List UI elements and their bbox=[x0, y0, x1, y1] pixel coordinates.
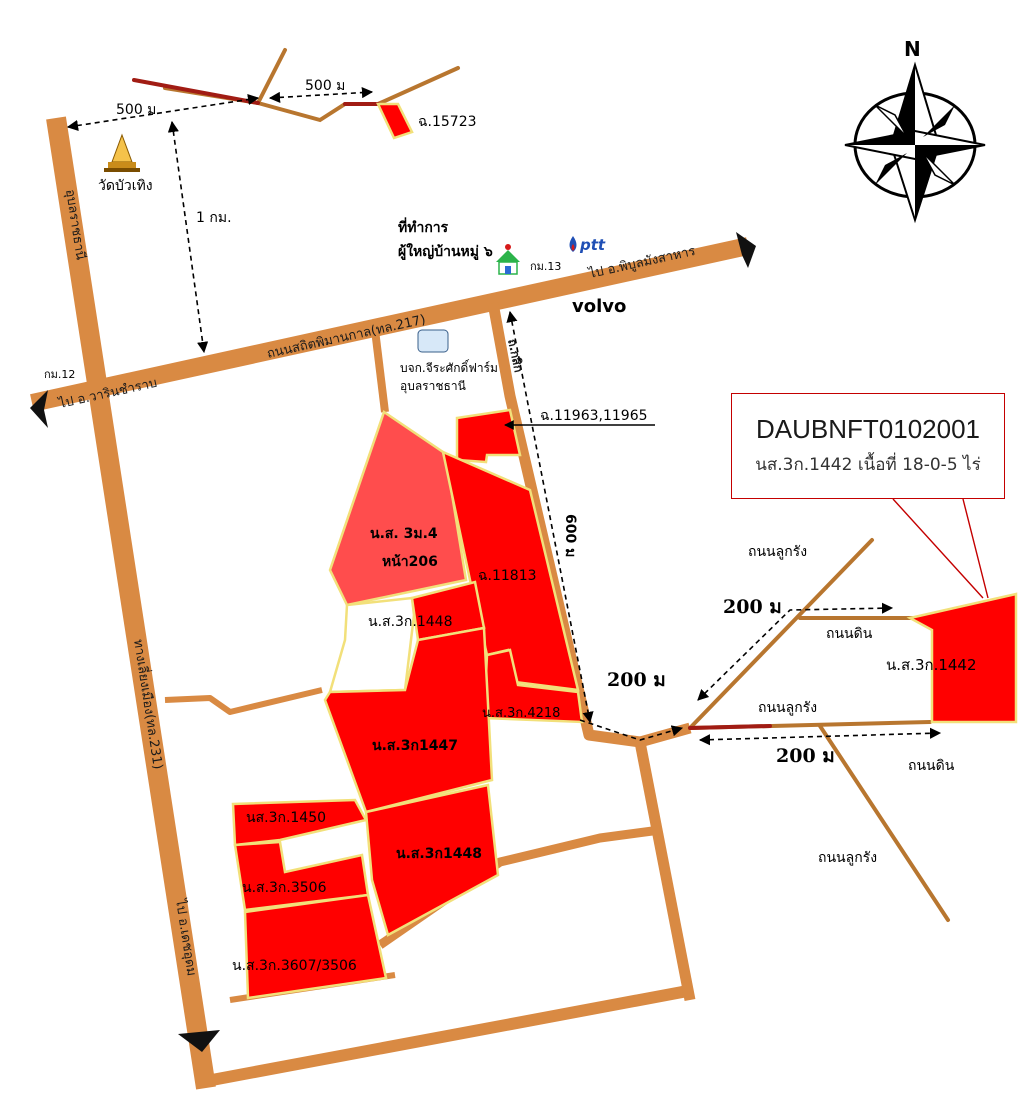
road-left-vertical bbox=[46, 116, 216, 1090]
parcel-1448 bbox=[364, 783, 500, 937]
arrow-west-icon bbox=[30, 390, 48, 428]
farm-building-icon bbox=[417, 329, 449, 353]
dist-600-line bbox=[506, 310, 594, 724]
property-code: DAUBNFT0102001 bbox=[756, 414, 980, 444]
parcel-3506-label: น.ส.3ก.3506 bbox=[242, 880, 327, 896]
road-right-vertical bbox=[634, 740, 696, 1002]
parcel-3607 bbox=[243, 893, 388, 1000]
dist-200-c-label: 200 ม bbox=[776, 745, 835, 767]
volvo-label: volvo bbox=[572, 296, 626, 317]
road-bottom bbox=[210, 984, 695, 1086]
office-label-line2: ผู้ใหญ่บ้านหมู่ ๖ bbox=[398, 242, 493, 260]
parcel-4218-label: น.ส.3ก.4218 bbox=[482, 706, 560, 721]
callout-leader bbox=[892, 498, 989, 599]
dist-1km-label: 1 กม. bbox=[196, 210, 232, 226]
parcel-1447-label: น.ส.3ก1447 bbox=[372, 738, 458, 754]
dist-200-b-line bbox=[697, 602, 894, 701]
parcel-11813-label: ฉ.11813 bbox=[478, 568, 537, 584]
road-lukrang-descending bbox=[818, 724, 950, 922]
distance-markers bbox=[66, 87, 989, 746]
parcel-3506 bbox=[233, 840, 370, 912]
luk-rang-label-3: ถนนลูกรัง bbox=[818, 850, 877, 866]
property-callout: DAUBNFT0102001 นส.3ก.1442 เนื้อที่ 18-0-… bbox=[731, 393, 1005, 499]
parcel-1447 bbox=[323, 626, 494, 814]
parcel-15723-label: ฉ.15723 bbox=[418, 114, 477, 130]
parcels bbox=[231, 102, 1018, 1000]
dist-200-b-label: 200 ม bbox=[723, 596, 782, 618]
km13-label: กม.13 bbox=[530, 260, 561, 273]
road-top-dark-1 bbox=[132, 78, 260, 105]
dist-200-c-line bbox=[698, 727, 942, 746]
road-bypass-label: ทางเลี่ยงเมือง(ทล.231) bbox=[130, 638, 167, 770]
parcel-11963 bbox=[455, 408, 522, 464]
dist-500-right-line bbox=[268, 87, 374, 103]
dist-500-right-label: 500 ม bbox=[305, 78, 345, 94]
farm-label-line1: บจก.จีระศักดิ์ฟาร์ม bbox=[400, 359, 498, 375]
km12-label: กม.12 bbox=[44, 368, 75, 381]
arrow-south-icon bbox=[178, 1030, 220, 1052]
house-icon bbox=[496, 244, 520, 275]
parcel-1442-label: น.ส.3ก.1442 bbox=[886, 656, 977, 674]
parcel-15723 bbox=[376, 102, 414, 140]
ptt-logo-icon bbox=[569, 236, 577, 252]
parcel-white-area bbox=[328, 596, 416, 694]
office-label-line1: ที่ทำการ bbox=[398, 217, 449, 236]
road-farm-branch bbox=[371, 329, 389, 413]
parcel-3607-label: น.ส.3ก.3607/3506 bbox=[232, 958, 357, 974]
temple-label: วัดบัวเทิง bbox=[98, 178, 153, 194]
parcel-3m4-label-2: หน้า206 bbox=[382, 554, 438, 570]
parcel-1442 bbox=[906, 592, 1018, 724]
ptt-label: ptt bbox=[579, 236, 606, 254]
parcel-3m4-label-1: น.ส. 3ม.4 bbox=[370, 526, 438, 542]
luk-rang-label-2: ถนนลูกรัง bbox=[758, 700, 817, 716]
parcel-1450-label: นส.3ก.1450 bbox=[246, 810, 326, 826]
parcel-1448-label: น.ส.3ก1448 bbox=[396, 846, 482, 862]
road-west-spur bbox=[164, 687, 323, 715]
property-deed-area: นส.3ก.1442 เนื้อที่ 18-0-5 ไร่ bbox=[755, 455, 981, 475]
dist-200-a-line bbox=[579, 719, 684, 741]
parcel-11963-label: ฉ.11963,11965 bbox=[540, 408, 648, 424]
parcel-1448-top-label: น.ส.3ก.1448 bbox=[368, 614, 452, 630]
road-highway-217 bbox=[30, 237, 750, 412]
temple-icon bbox=[104, 133, 140, 172]
road-main-label: ถนนสถิตพิมานกาล(ทล.217) bbox=[266, 312, 427, 361]
dirt-road-label-1: ถนนดิน bbox=[826, 626, 873, 642]
parcel-1450 bbox=[231, 798, 368, 847]
farm-label-line2: อุบลราชธานี bbox=[400, 379, 466, 394]
dist-500-left-line bbox=[66, 93, 260, 132]
road-side-street bbox=[487, 302, 692, 748]
dist-600-label: 600 ม bbox=[562, 514, 578, 557]
arrow-east-icon bbox=[736, 232, 756, 268]
dirt-road-label-2: ถนนดิน bbox=[908, 758, 955, 774]
compass-north-label: N bbox=[904, 37, 921, 61]
road-side-street-label: ถ.กสิก bbox=[505, 338, 526, 374]
luk-rang-label-1: ถนนลูกรัง bbox=[748, 544, 807, 560]
road-network bbox=[30, 48, 950, 1090]
dist-200-a-label: 200 ม bbox=[607, 669, 666, 691]
road-lukrang-lower-dark bbox=[688, 724, 772, 730]
dist-500-left-label: 500 ม bbox=[116, 102, 156, 118]
road-top-2 bbox=[256, 48, 287, 105]
north-compass-icon bbox=[844, 61, 986, 224]
road-top-3 bbox=[256, 66, 460, 123]
dist-1km-line bbox=[167, 120, 209, 354]
parcel-3m4 bbox=[328, 410, 468, 607]
